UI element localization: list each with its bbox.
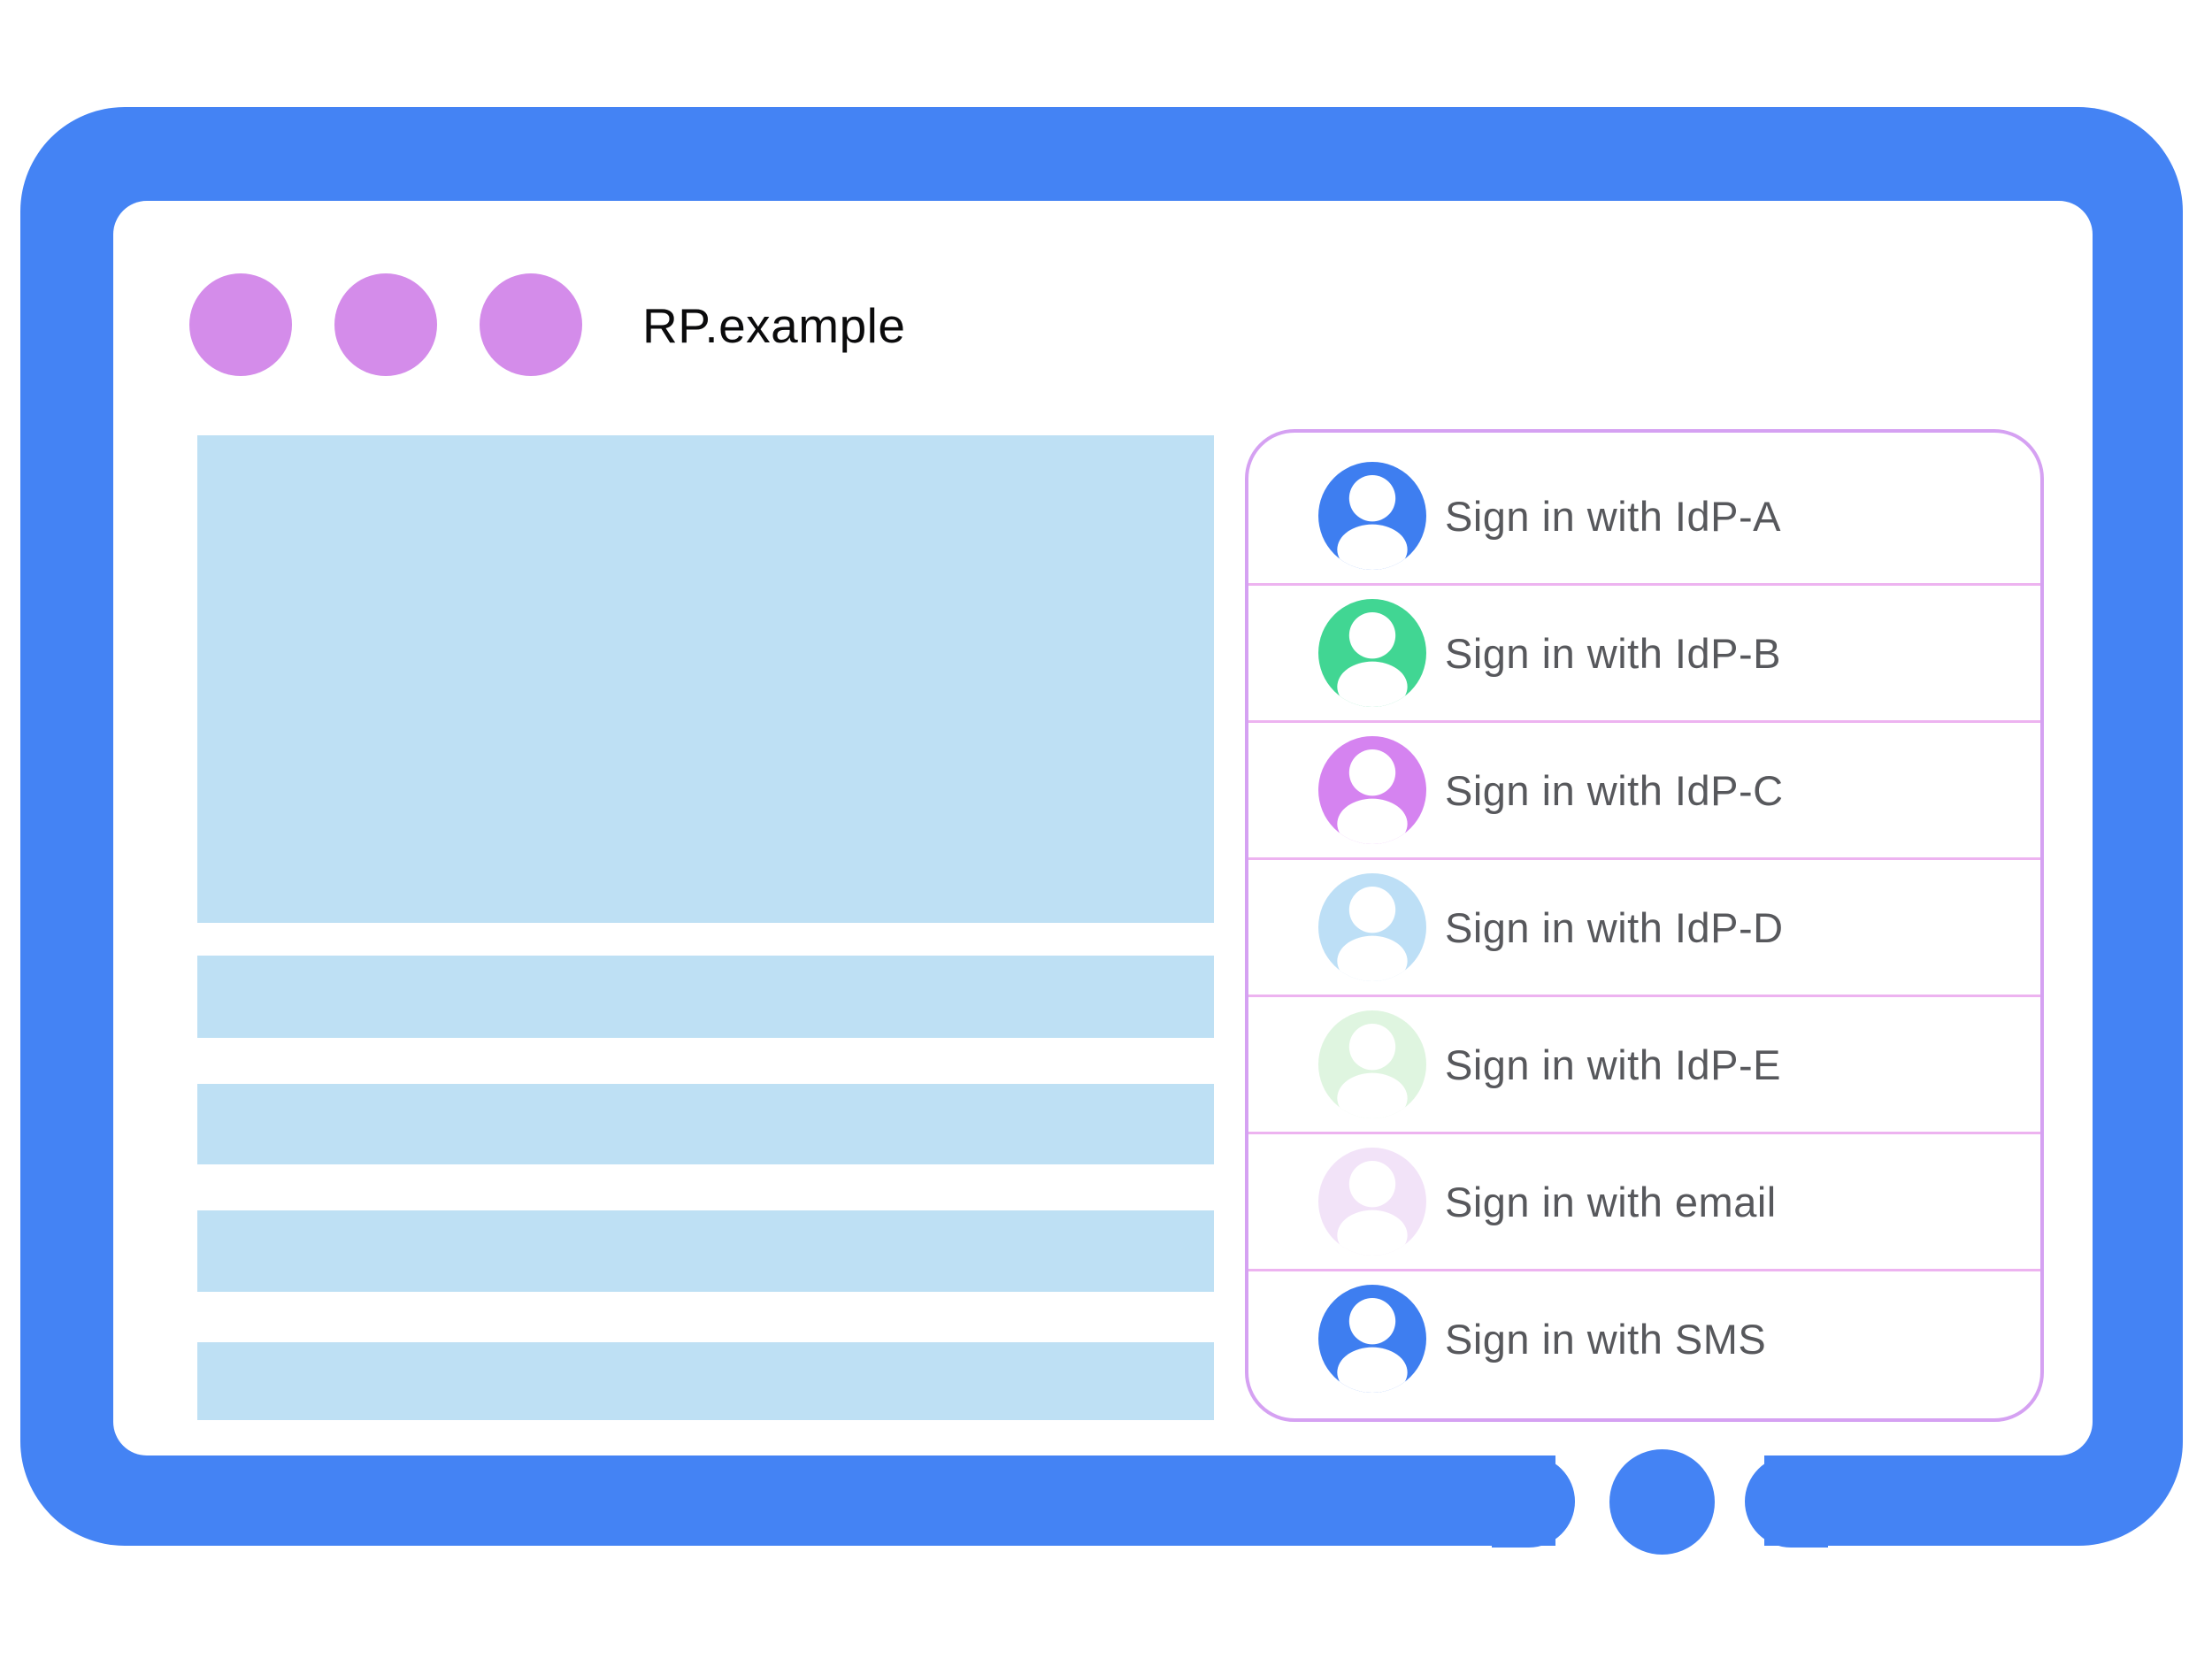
signin-option-label: Sign in with IdP-D [1445, 903, 1784, 951]
signin-option-label: Sign in with IdP-A [1445, 492, 1781, 540]
person-circle-icon [1318, 873, 1426, 981]
content-placeholder-bar [197, 1084, 1214, 1164]
window-control-dot[interactable] [189, 273, 292, 376]
content-placeholder-bar [197, 1342, 1214, 1420]
bezel-bottom-bar-left [1492, 1455, 1575, 1548]
signin-option-row[interactable]: Sign in with IdP-C [1248, 723, 2040, 860]
person-circle-icon [1318, 736, 1426, 844]
signin-option-row[interactable]: Sign in with IdP-E [1248, 997, 2040, 1134]
signin-option-label: Sign in with SMS [1445, 1315, 1767, 1363]
signin-option-row[interactable]: Sign in with SMS [1248, 1271, 2040, 1406]
window-control-dot[interactable] [480, 273, 582, 376]
person-circle-icon [1318, 599, 1426, 707]
bezel-bottom-bar-right [1745, 1455, 1828, 1548]
signin-option-label: Sign in with email [1445, 1178, 1777, 1225]
content-placeholder-bar [197, 1210, 1214, 1292]
person-circle-icon [1318, 1010, 1426, 1118]
signin-option-label: Sign in with IdP-C [1445, 766, 1784, 814]
signin-option-row[interactable]: Sign in with IdP-A [1248, 449, 2040, 586]
content-placeholder-hero [197, 435, 1214, 923]
content-placeholder-bar [197, 956, 1214, 1038]
signin-chooser-panel: Sign in with IdP-A Sign in with IdP-B Sign… [1245, 429, 2044, 1422]
window-control-dot[interactable] [334, 273, 437, 376]
signin-option-row[interactable]: Sign in with IdP-B [1248, 586, 2040, 723]
person-circle-icon [1318, 1285, 1426, 1393]
signin-option-row[interactable]: Sign in with email [1248, 1134, 2040, 1271]
page-title: RP.example [642, 298, 906, 353]
person-circle-icon [1318, 462, 1426, 570]
signin-option-row[interactable]: Sign in with IdP-D [1248, 860, 2040, 997]
person-circle-icon [1318, 1148, 1426, 1256]
home-button[interactable] [1609, 1449, 1715, 1555]
signin-option-label: Sign in with IdP-B [1445, 629, 1781, 677]
signin-option-label: Sign in with IdP-E [1445, 1041, 1781, 1088]
